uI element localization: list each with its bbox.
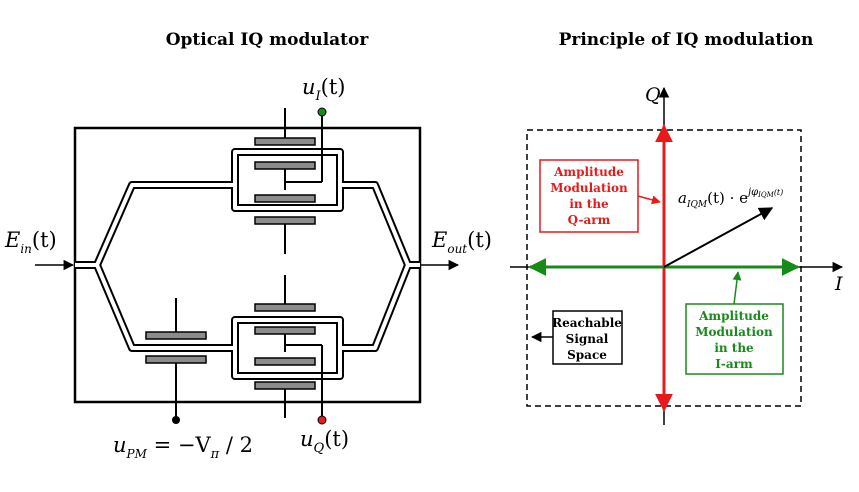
eout-label: Eout(t) [431, 228, 492, 256]
reach-box-line-2: Signal [566, 332, 609, 346]
reachable-signal-space-outline [526, 129, 802, 407]
q-axis-label: Q [645, 84, 661, 106]
uq-label: uQ(t) [300, 427, 349, 456]
q-box-line-3: in the [569, 197, 609, 211]
ein-label: Ein(t) [4, 228, 57, 256]
i-box-line-2: Modulation [695, 325, 773, 339]
uq-terminal [317, 415, 327, 425]
modulator-chip-outline [73, 126, 422, 404]
i-box-line-3: in the [714, 341, 754, 355]
phasor-label: aIQM(t) · ejφIQM(t) [678, 187, 783, 210]
upper-mzm-electrodes [254, 107, 327, 254]
i-box-line-4: I-arm [715, 357, 753, 371]
ui-label: uI(t) [302, 75, 346, 104]
upm-label: uPM = −Vπ / 2 [113, 433, 253, 462]
reachable-space-annotation: Reachable Signal Space [530, 310, 623, 365]
ui-terminal [317, 107, 327, 117]
lower-mzm-electrodes [254, 275, 327, 425]
reach-box-line-1: Reachable [552, 316, 622, 330]
q-box-line-2: Modulation [550, 181, 628, 195]
q-box-line-1: Amplitude [553, 165, 624, 179]
i-axis-label: I [834, 273, 843, 295]
upm-terminal [172, 416, 180, 424]
phase-modulator-electrodes [145, 298, 207, 424]
reach-box-line-3: Space [567, 348, 607, 362]
right-panel-title: Principle of IQ modulation [559, 30, 814, 50]
i-box-line-1: Amplitude [698, 309, 769, 323]
phasor-arrow [663, 207, 774, 268]
q-box-line-4: Q-arm [568, 213, 611, 227]
q-arm-annotation: Amplitude Modulation in the Q-arm [539, 159, 661, 233]
waveguide-network [75, 148, 420, 380]
i-arm-annotation: Amplitude Modulation in the I-arm [685, 271, 784, 375]
left-panel-title: Optical IQ modulator [166, 30, 370, 50]
